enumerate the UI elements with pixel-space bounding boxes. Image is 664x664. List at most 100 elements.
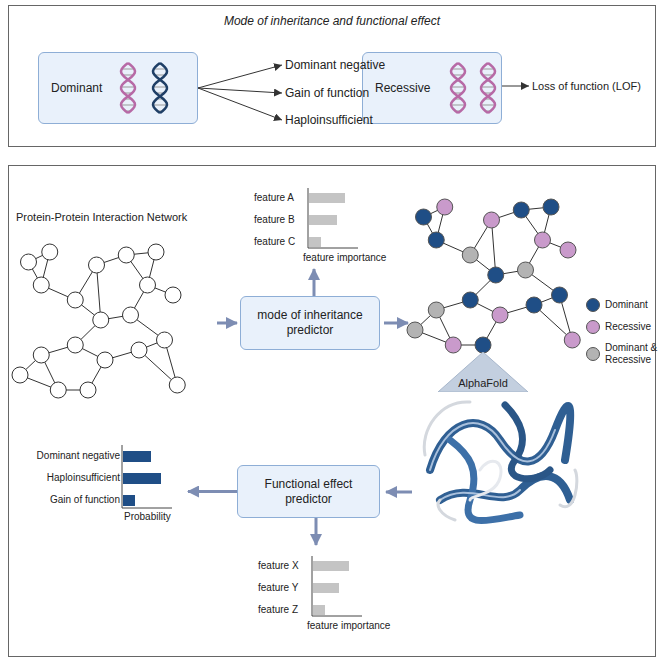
dna-rung [455, 99, 462, 100]
network-area: Protein-Protein Interaction Network [12, 205, 217, 405]
dna-rung [153, 87, 167, 88]
network-vertex [518, 262, 534, 278]
network-vertex [50, 382, 66, 398]
network-vertex [131, 342, 147, 358]
connector-arrow [313, 269, 316, 296]
network-vertex [445, 337, 461, 353]
legend-label: Dominant [605, 299, 658, 311]
flow-arrow [386, 491, 412, 494]
connector-arrow [502, 86, 529, 87]
axis-label: feature importance [303, 252, 386, 263]
network-graph [12, 244, 185, 398]
dna-rung [484, 93, 492, 94]
dna-rung [486, 81, 489, 82]
connector-arrow [315, 518, 318, 545]
axis-label: feature B [254, 214, 295, 225]
dna-strand [121, 63, 135, 113]
node-label: Haploinsufficient [285, 113, 373, 127]
network-vertex [67, 292, 83, 308]
node-label: AlphaFold [438, 377, 528, 389]
network-vertex [462, 247, 478, 263]
network-vertex [407, 322, 423, 338]
network-vertex [492, 307, 508, 323]
feature-chart-bars [308, 188, 358, 248]
protein-structure [424, 402, 577, 521]
network-vertex [564, 332, 580, 348]
axis-label: Gain of function [24, 494, 120, 505]
legend-entry: Dominant [586, 298, 658, 312]
dna-strand [153, 63, 167, 113]
dna-rung [481, 105, 495, 106]
network-vertex [165, 287, 181, 303]
panel-title: Mode of inheritance and functional effec… [9, 14, 655, 28]
node-label: Functional effect predictor [248, 477, 369, 507]
network-vertex [535, 232, 551, 248]
dna-rung [454, 93, 462, 94]
network-vertex [118, 247, 134, 263]
axis-label: feature A [254, 192, 294, 203]
axis-label: Haploinsufficient [24, 472, 120, 483]
network-vertex [89, 257, 105, 273]
network-vertex [428, 232, 444, 248]
network-vertex [67, 337, 83, 353]
text-node: Loss of function (LOF) [532, 80, 641, 92]
node-label: Dominant negative [285, 58, 385, 72]
network-vertex [169, 377, 185, 393]
network-vertex [428, 302, 444, 318]
text-node: Gain of function [285, 86, 369, 100]
dna-strand [451, 63, 465, 113]
dna-rung [485, 111, 490, 112]
dna-strand [451, 63, 465, 113]
probability-bars [122, 445, 172, 508]
dna-rung [121, 87, 135, 88]
dna-rung [482, 69, 495, 70]
dna-strand [121, 63, 135, 113]
axis-label: feature X [258, 560, 299, 571]
dna-rung [157, 111, 162, 112]
network-vertex [33, 347, 49, 363]
dna-rung [123, 75, 134, 76]
dna-rung [451, 87, 465, 88]
axis-label: Dominant negative [24, 450, 120, 461]
colored-network [407, 199, 580, 353]
axis-label: feature Y [258, 582, 298, 593]
dna-rung [122, 69, 135, 70]
dna-rung [456, 81, 459, 82]
connector-layer [188, 65, 529, 545]
dna-rung [125, 99, 132, 100]
network-vertex [33, 277, 49, 293]
node-label: Recessive [375, 81, 430, 96]
triangle-outline [438, 352, 528, 392]
bar-chart: feature Xfeature Yfeature Zfeature impor… [252, 548, 392, 638]
network-vertex [42, 244, 58, 260]
dna-rung [153, 105, 167, 106]
network-vertex [416, 209, 432, 225]
dna-rung [451, 105, 465, 106]
network-vertex [552, 287, 568, 303]
network-vertex [12, 367, 28, 383]
network-vertex [123, 307, 139, 323]
dna-rung [155, 75, 166, 76]
dna-rung [157, 99, 164, 100]
network-vertex [148, 244, 164, 260]
network-vertex [93, 312, 109, 328]
dna-rung [125, 111, 130, 112]
axis-label: Probability [124, 511, 171, 522]
dna-rung [452, 69, 465, 70]
network-vertex [560, 242, 576, 258]
bar-chart: Dominant negativeHaploinsufficientGain o… [20, 440, 185, 535]
text-node: Haploinsufficient [285, 113, 373, 127]
triangle-node: AlphaFold [438, 352, 528, 392]
connector-arrow [198, 65, 282, 88]
network-vertex [484, 212, 500, 228]
network-vertex [488, 267, 504, 283]
process-box: Functional effect predictor [237, 465, 380, 518]
dna-strand [153, 63, 167, 113]
network-vertex [543, 199, 559, 215]
legend-swatch [586, 320, 600, 334]
node-label: Protein-Protein Interaction Network [16, 211, 187, 223]
dna-rung [124, 93, 132, 94]
axis-label: feature importance [307, 620, 390, 631]
network-vertex [97, 352, 113, 368]
network-vertex [513, 202, 529, 218]
